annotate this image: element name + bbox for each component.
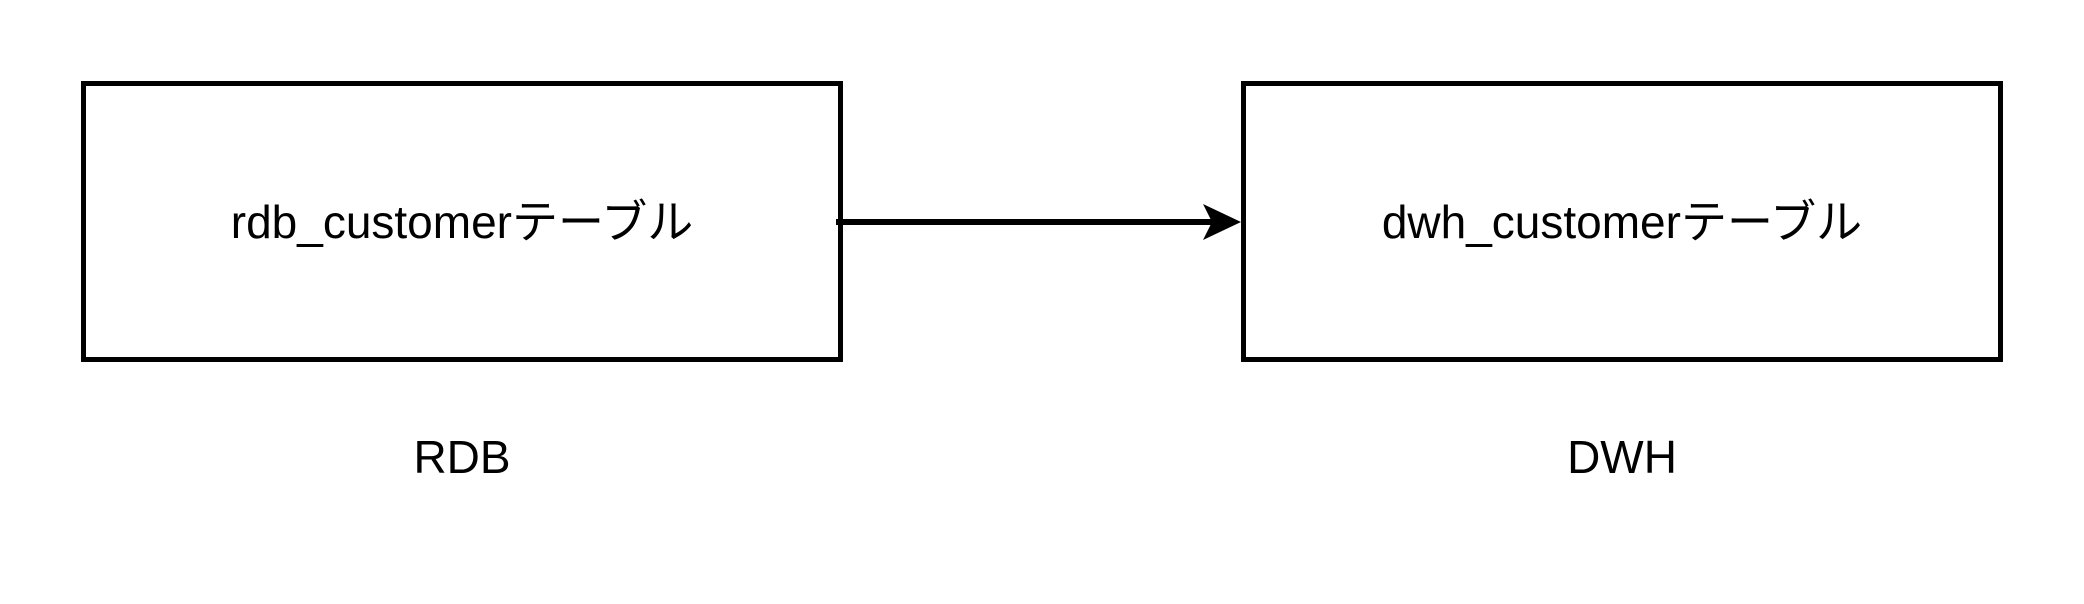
group-caption-rdb: RDB: [413, 431, 511, 483]
node-label-rdb-table: rdb_customerテーブル: [230, 195, 694, 248]
arrow-head: [1203, 204, 1241, 240]
node-label-dwh-table: dwh_customerテーブル: [1381, 195, 1863, 248]
arrow-icon-rdb-to-dwh: [836, 204, 1241, 240]
node-box-dwh-table[interactable]: dwh_customerテーブル: [1241, 81, 2003, 362]
group-caption-dwh: DWH: [1567, 431, 1677, 483]
node-box-rdb-table[interactable]: rdb_customerテーブル: [81, 81, 843, 362]
